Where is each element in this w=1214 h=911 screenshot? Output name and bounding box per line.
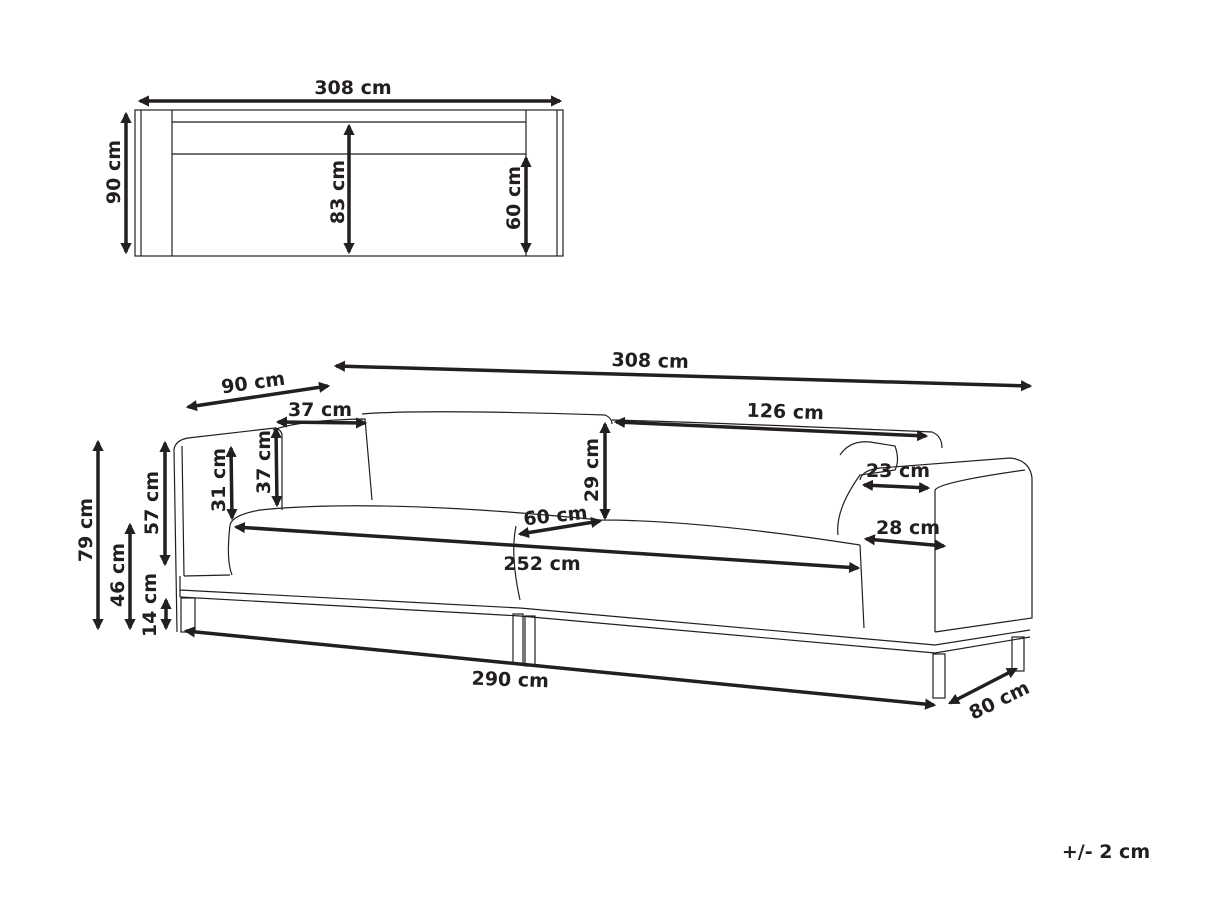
pillow-width-label: 37 cm [288,399,352,421]
leg-height-label: 14 cm [139,573,161,637]
base-width-label: 290 cm [471,668,549,693]
leg [524,615,536,667]
armrest-width-arrow [863,534,947,551]
top-armrest-depth-label: 60 cm [503,166,525,230]
armrest-height-label: 57 cm [141,471,163,535]
base-depth-label: 80 cm [966,677,1033,725]
back-cushion-width-arrow [613,416,929,442]
base-width-arrow [183,626,937,710]
pillow-height-label: 37 cm [253,430,275,494]
left-pillow [272,418,373,501]
total-depth-arrow [185,381,331,412]
total-height-label: 79 cm [75,498,97,562]
pillow-height-arrow [270,426,283,508]
total-width-label: 308 cm [611,349,689,373]
back-cushion-height-label: 29 cm [581,438,603,502]
leg [512,613,524,665]
back-cushion-width-label: 126 cm [746,400,824,425]
right-armrest [859,457,1033,633]
armrest-inner-height-label: 31 cm [208,448,230,512]
armrest-width-label: 28 cm [876,517,940,539]
top-seat-depth-label: 83 cm [327,160,349,224]
top-depth-label: 90 cm [103,140,125,204]
top-view: 308 cm 90 cm 83 cm 60 cm [103,77,564,257]
armrest-top-width-arrow [861,479,931,494]
leg [1011,636,1025,672]
armrest-top-width-label: 23 cm [866,460,930,482]
tolerance-label: +/- 2 cm [1062,841,1150,863]
right-pillow [837,441,899,536]
perspective-view: 308 cm 90 cm 37 cm 37 cm 31 cm 126 cm 29… [75,349,1033,725]
base-depth-arrow [948,667,1018,705]
leg [932,653,946,699]
seat-height-label: 46 cm [107,543,129,607]
seat-width-arrow [233,522,861,573]
top-width-label: 308 cm [314,77,391,99]
total-width-arrow [333,360,1033,392]
seat-width-label: 252 cm [503,553,580,575]
sofa-base [179,589,1031,646]
pillow-width-arrow [275,416,368,429]
armrest-inner-height-arrow [225,445,238,521]
leg [180,597,196,633]
top-view-outline [134,109,564,257]
